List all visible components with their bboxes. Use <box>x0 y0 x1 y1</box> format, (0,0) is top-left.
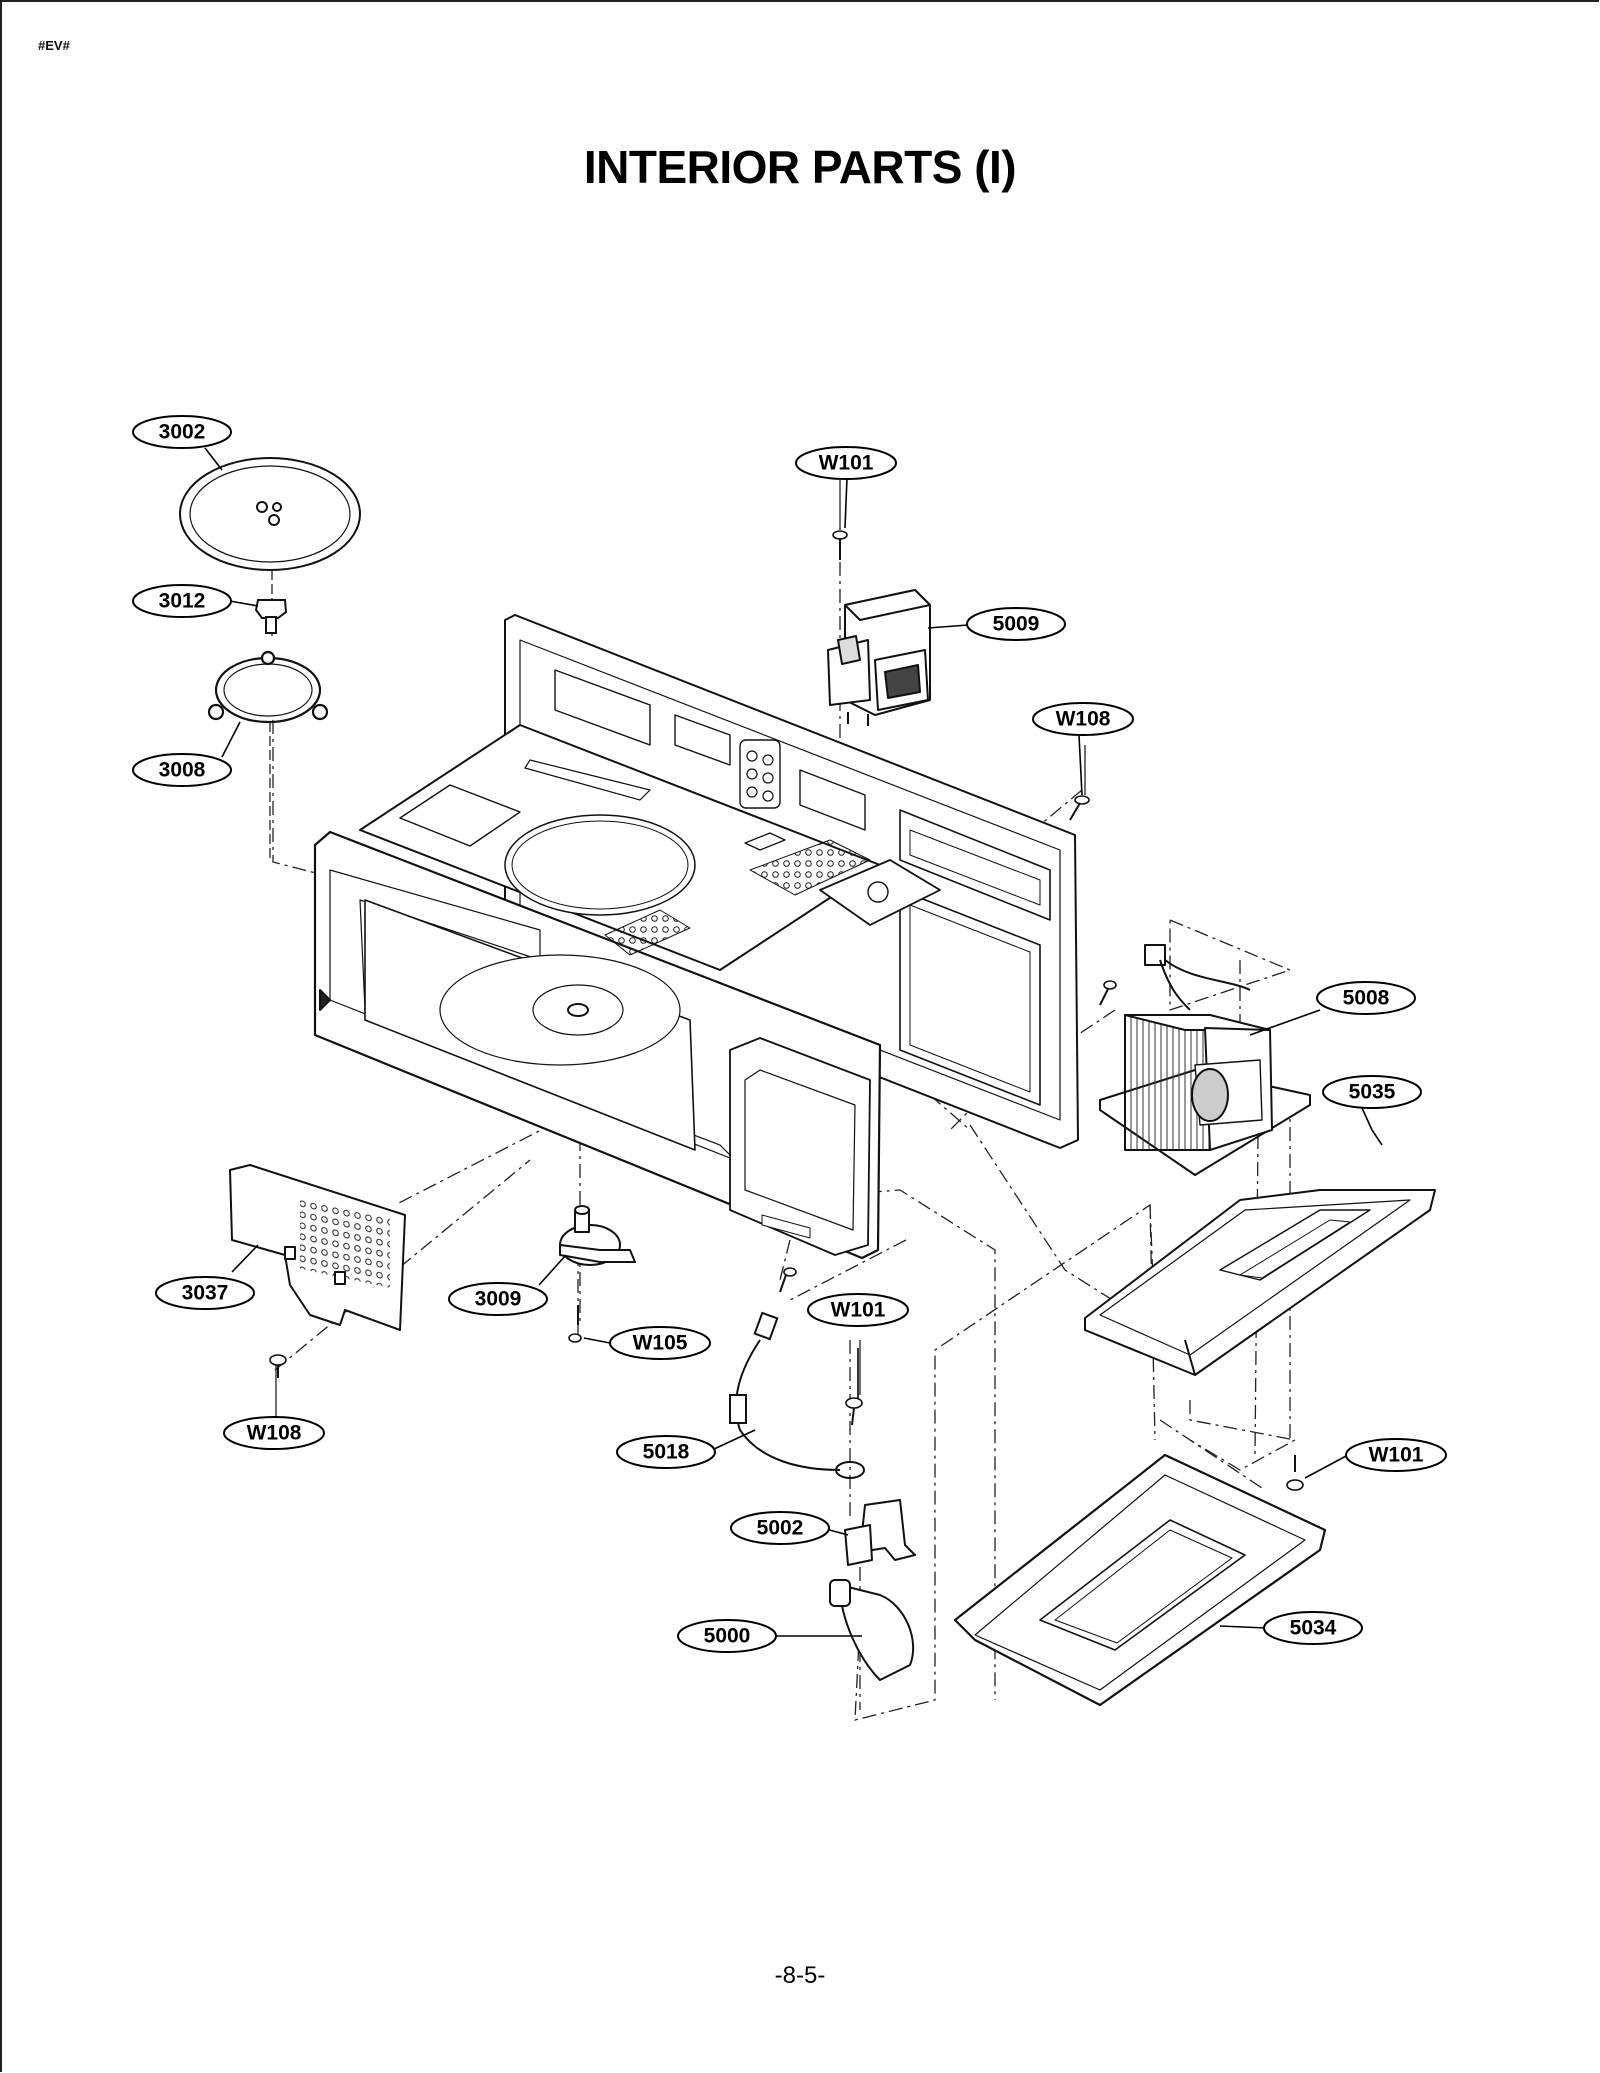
label-w101-mid: W101 <box>807 1293 909 1327</box>
turntable-motor <box>559 1205 636 1266</box>
lamp <box>829 1579 915 1681</box>
label-3002-text: 3002 <box>159 421 206 444</box>
label-5009-text: 5009 <box>993 613 1040 636</box>
page-number: -8-5- <box>774 1962 826 1989</box>
grill-cover <box>229 1164 406 1331</box>
bottom-plate <box>953 1453 1327 1707</box>
label-w105: W105 <box>609 1326 711 1360</box>
label-5018-text: 5018 <box>643 1441 690 1464</box>
transformer <box>1099 944 1311 1176</box>
glass-tray <box>179 457 361 571</box>
label-w101-top-text: W101 <box>819 452 874 475</box>
label-3009-text: 3009 <box>475 1288 522 1311</box>
page-title: INTERIOR PARTS (I) <box>583 141 1017 193</box>
screw-left <box>269 1354 287 1420</box>
label-w101-bottom-right: W101 <box>1345 1438 1447 1472</box>
document-code: #EV# <box>38 38 70 53</box>
screw-right <box>1069 745 1117 1006</box>
label-3037-text: 3037 <box>182 1282 229 1305</box>
label-3009: 3009 <box>448 1282 548 1316</box>
label-3002: 3002 <box>132 415 232 449</box>
label-3037: 3037 <box>155 1276 255 1310</box>
label-w108-left: W108 <box>223 1416 325 1450</box>
screw-bottom-right <box>1286 1455 1304 1491</box>
label-5018: 5018 <box>616 1435 716 1469</box>
label-5002-text: 5002 <box>757 1517 804 1540</box>
label-w108-right: W108 <box>1032 702 1134 736</box>
magnetron <box>827 589 931 726</box>
oven-cavity <box>313 614 1079 1260</box>
label-3008: 3008 <box>132 753 232 787</box>
coupler <box>254 599 288 634</box>
label-5008-text: 5008 <box>1343 987 1390 1010</box>
screw-top <box>832 480 848 560</box>
screw-mid <box>845 1340 863 1426</box>
roller-ring <box>207 650 329 724</box>
screw-center <box>779 1267 797 1293</box>
label-5035: 5035 <box>1322 1075 1422 1109</box>
label-w101-mid-text: W101 <box>831 1299 886 1322</box>
label-w101-bottom-right-text: W101 <box>1369 1444 1424 1467</box>
label-w108-left-text: W108 <box>247 1422 302 1445</box>
label-5008: 5008 <box>1316 981 1416 1015</box>
label-5009: 5009 <box>966 607 1066 641</box>
label-5000: 5000 <box>677 1619 777 1653</box>
label-3008-text: 3008 <box>159 759 206 782</box>
label-w105-text: W105 <box>633 1332 688 1355</box>
part-labels: 3002 3012 3008 W101 5009 W108 5008 5035 <box>132 415 1447 1653</box>
base-plate <box>1084 1189 1436 1376</box>
label-5034-text: 5034 <box>1290 1617 1337 1640</box>
label-3012-text: 3012 <box>159 590 206 613</box>
label-5002: 5002 <box>730 1511 830 1545</box>
label-w101-top: W101 <box>795 446 897 480</box>
label-3012: 3012 <box>132 584 232 618</box>
magnetron-leader <box>927 624 969 629</box>
label-5035-text: 5035 <box>1349 1081 1396 1104</box>
motor-screw <box>568 1305 582 1343</box>
label-5000-text: 5000 <box>704 1625 751 1648</box>
label-w108-right-text: W108 <box>1056 708 1111 731</box>
wire-harness <box>729 1311 865 1479</box>
label-5034: 5034 <box>1263 1611 1363 1645</box>
lamp-bracket <box>844 1499 916 1566</box>
leader-lines <box>204 447 1383 1637</box>
